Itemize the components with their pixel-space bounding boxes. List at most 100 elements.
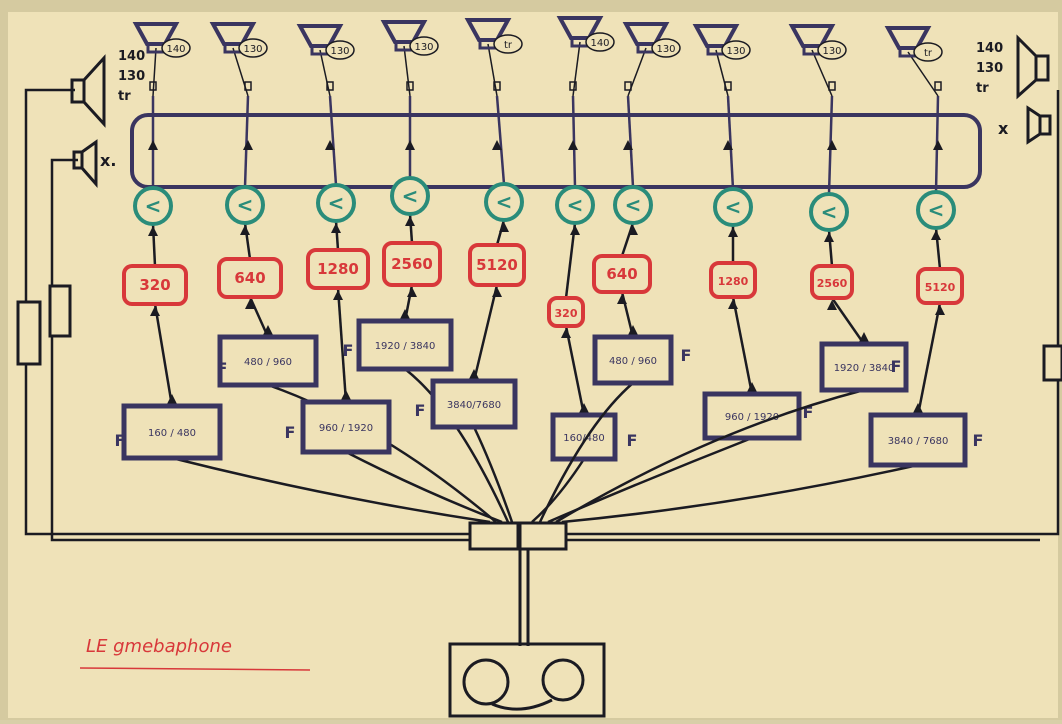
filter-box	[121, 403, 223, 461]
left-speaker-tweeter-icon	[72, 139, 98, 188]
speaker-icon: 130	[209, 22, 268, 58]
right-fader	[1042, 344, 1062, 382]
left-fader-1	[16, 300, 42, 366]
comparator-symbol: <	[928, 198, 945, 222]
comparator-circle	[133, 186, 173, 226]
frequency-box	[217, 257, 283, 299]
frequency-box	[382, 241, 442, 287]
filter-mark: F	[627, 431, 638, 450]
filter-label: 160/480	[563, 433, 605, 444]
frequency-box	[709, 261, 757, 299]
tape-recorder	[448, 549, 606, 718]
speaker-tag: 130	[726, 46, 745, 57]
frequency-label: 5120	[476, 256, 518, 274]
comparator-circle	[390, 176, 430, 216]
comparator-symbol: <	[567, 193, 584, 217]
filter-box	[550, 412, 618, 462]
comparator-symbol: <	[496, 190, 513, 214]
speaker-icon: 130	[296, 24, 355, 60]
speaker-icon: 130	[788, 24, 847, 60]
left-level-2: 130	[118, 69, 145, 84]
filter-box	[592, 334, 674, 386]
speaker-icon: 130	[380, 20, 439, 56]
speaker-tag: 130	[822, 46, 841, 57]
comparator-circle	[613, 185, 653, 225]
right-speaker-x-label: x	[998, 119, 1009, 138]
filter-box	[702, 391, 802, 441]
filter-box	[356, 318, 454, 372]
speaker-icon: 130	[622, 22, 681, 58]
comparator-circle	[225, 185, 265, 225]
left-fader-2	[48, 284, 72, 338]
diagram-title: LE gmebaphone	[86, 636, 232, 657]
filter-mark: F	[343, 341, 354, 360]
filter-label: 3840 / 7680	[888, 436, 949, 447]
frequency-box	[916, 267, 964, 305]
left-speaker-x-label: x.	[100, 151, 116, 170]
comparator-circle	[555, 185, 595, 225]
frequency-box	[592, 254, 652, 294]
speaker-tag: 130	[656, 44, 675, 55]
channel-6: 140 <320 160/480 F	[531, 16, 638, 523]
speaker-tag: 130	[414, 42, 433, 53]
comparator-symbol: <	[237, 193, 254, 217]
filter-label: 160 / 480	[148, 428, 196, 439]
filter-label: 1920 / 3840	[834, 363, 895, 374]
right-speaker-main-icon	[1016, 34, 1050, 100]
filter-label: 960 / 1920	[725, 412, 779, 423]
filter-mark: F	[415, 401, 426, 420]
tape-reel-left-icon	[462, 658, 510, 706]
filter-label: 960 / 1920	[319, 423, 373, 434]
side-wiring	[24, 88, 1060, 542]
comparator-circle	[316, 183, 356, 223]
comparator-symbol: <	[821, 200, 838, 224]
speaker-tag: 130	[243, 44, 262, 55]
comparator-circle	[916, 190, 956, 230]
comparator-symbol: <	[402, 184, 419, 208]
comparator-symbol: <	[328, 191, 345, 215]
filter-box	[868, 412, 968, 468]
filter-mark: F	[285, 423, 296, 442]
speaker-tag: 130	[330, 46, 349, 57]
frequency-box	[306, 248, 370, 290]
frequency-label: 2560	[817, 277, 848, 290]
speaker-tag: 140	[166, 44, 185, 55]
frequency-box	[122, 264, 188, 306]
right-level-3: tr	[976, 81, 989, 96]
speaker-icon: tr	[464, 18, 523, 54]
comparator-circle	[484, 182, 524, 222]
filter-mark: F	[217, 359, 228, 378]
comparator-symbol: <	[625, 193, 642, 217]
speaker-tag: 140	[590, 38, 609, 49]
filter-label: 1920 / 3840	[375, 341, 436, 352]
comparator-circle	[713, 187, 753, 227]
channel-5: tr <5120 3840/7680 F	[415, 18, 526, 523]
frequency-label: 640	[606, 265, 637, 283]
filter-mark: F	[803, 403, 814, 422]
right-level-1: 140	[976, 41, 1003, 56]
speaker-icon: tr	[884, 26, 943, 62]
speaker-tag: tr	[504, 40, 513, 51]
speaker-icon: 130	[692, 24, 751, 60]
filter-box	[300, 399, 392, 455]
frequency-box	[468, 243, 526, 287]
speaker-icon: 140	[132, 22, 191, 58]
filter-mark: F	[891, 357, 902, 376]
frequency-label: 320	[555, 307, 578, 320]
comparator-symbol: <	[725, 195, 742, 219]
tape-reel-right-icon	[541, 658, 585, 702]
frequency-label: 320	[139, 276, 170, 294]
filter-box	[430, 378, 518, 430]
speaker-icon: 140	[556, 16, 615, 52]
filter-label: 3840/7680	[447, 400, 501, 411]
comparator-circle	[809, 192, 849, 232]
filter-mark: F	[681, 346, 692, 365]
left-speaker-main-icon	[70, 54, 106, 128]
filter-label: 480 / 960	[244, 357, 292, 368]
